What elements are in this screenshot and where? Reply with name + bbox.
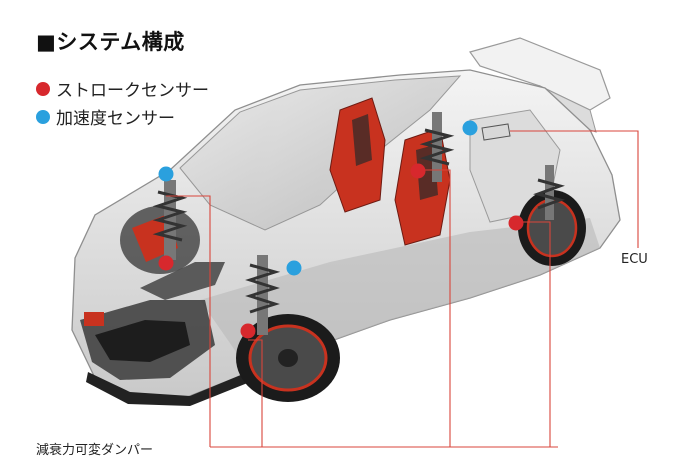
type-r-emblem — [84, 312, 104, 326]
stroke-sensor-front-left — [241, 324, 256, 339]
stroke-sensor-rear-right — [509, 216, 524, 231]
ecu-label: ECU — [621, 252, 648, 267]
damper-label: 減衰力可変ダンパー — [36, 439, 153, 458]
stroke-sensor-rear-left — [411, 164, 426, 179]
accel-sensor-rear — [463, 121, 478, 136]
accel-sensor-mid — [287, 261, 302, 276]
accel-sensor-front — [159, 167, 174, 182]
stroke-sensor-front-right — [159, 256, 174, 271]
